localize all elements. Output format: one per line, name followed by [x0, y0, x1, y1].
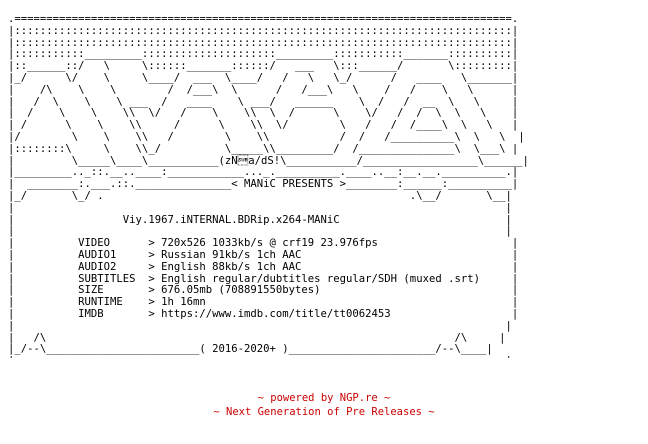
footer-tagline: ~ Next Generation of Pre Releases ~ — [213, 406, 435, 418]
nfo-ascii-art: .=======================================… — [8, 14, 529, 358]
footer-powered-by: ~ powered by NGP.re ~ — [257, 392, 391, 404]
